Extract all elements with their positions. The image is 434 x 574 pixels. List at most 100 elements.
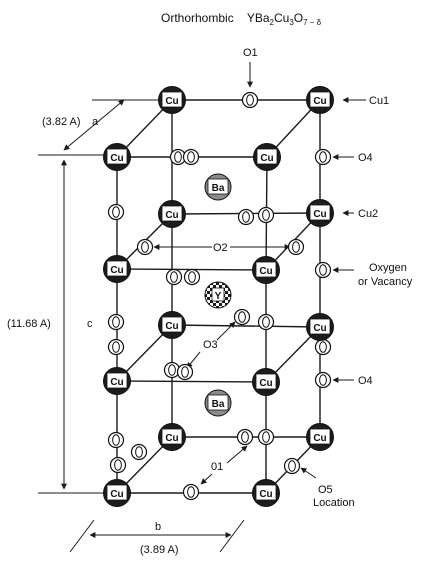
copper-atom: Cu <box>306 199 334 227</box>
oxygen-atom <box>236 428 254 446</box>
oxygen-inner-ring <box>292 241 300 253</box>
atom-label-box <box>255 484 277 501</box>
atom-label-box <box>211 287 225 302</box>
oxygen-inner-ring <box>242 211 250 223</box>
a-axis-label: a <box>92 116 99 128</box>
atom-label-box <box>106 260 128 277</box>
atom-label-box <box>106 148 128 165</box>
atom-symbol: Cu <box>313 209 326 220</box>
oxygen-inner-ring <box>174 151 182 163</box>
oxygen-inner-ring <box>319 341 327 353</box>
atom-symbol: Cu <box>110 489 123 500</box>
oxygen-inner-ring <box>141 241 149 253</box>
label-oxygen: Oxygen <box>369 262 407 274</box>
copper-atom: Cu <box>252 256 280 284</box>
copper-atom: Cu <box>158 423 186 451</box>
copper-atom: Cu <box>253 143 281 171</box>
label-cu1: Cu1 <box>369 95 389 107</box>
oxygen-inner-ring <box>112 206 120 218</box>
a-axis-value: (3.82 A) <box>42 116 81 128</box>
oxygen-inner-ring <box>241 431 249 443</box>
c-axis-label: c <box>87 318 93 330</box>
label-o2-inner: O2 <box>213 242 228 254</box>
atom-symbol: Cu <box>260 153 273 164</box>
oxygen-atom <box>257 428 275 446</box>
atom-symbol: Cu <box>165 210 178 221</box>
atom-label-box <box>161 428 183 445</box>
label-o4-lower: O4 <box>358 375 373 387</box>
atom-symbol: Y <box>215 291 222 302</box>
oxygen-inner-ring <box>112 341 120 353</box>
atom-label-box <box>161 316 183 333</box>
atom-label-box <box>255 261 277 278</box>
copper-atom: Cu <box>103 479 131 507</box>
atom-symbol: Cu <box>313 96 326 107</box>
atom-symbol: Ba <box>212 399 225 410</box>
oxygen-inner-ring <box>246 94 254 106</box>
label-o4-upper: O4 <box>358 152 373 164</box>
oxygen-atom <box>314 338 332 356</box>
yttrium-atom: Y <box>204 281 232 309</box>
atom-label-box <box>161 91 183 108</box>
atom-symbol: Cu <box>259 266 272 277</box>
oxygen-inner-ring <box>187 151 195 163</box>
atom-label-box <box>207 178 229 195</box>
oxygen-inner-ring <box>187 486 195 498</box>
atom-symbol: Ba <box>212 183 225 194</box>
oxygen-atom <box>314 148 332 166</box>
oxygen-atom <box>165 268 183 286</box>
oxygen-inner-ring <box>168 364 176 376</box>
label-cu2: Cu2 <box>358 208 378 220</box>
oxygen-atom <box>107 338 125 356</box>
atom-label-box <box>207 394 229 411</box>
atom-symbol: Cu <box>110 377 123 388</box>
oxygen-inner-ring <box>288 460 296 472</box>
copper-atom: Cu <box>103 367 131 395</box>
oxygen-atom <box>107 203 125 221</box>
oxygen-inner-ring <box>238 311 246 323</box>
atom-label-box <box>309 91 331 108</box>
label-o5-location: Location <box>313 497 355 509</box>
oxygen-inner-ring <box>170 271 178 283</box>
copper-atom: Cu <box>306 313 334 341</box>
oxygen-atom <box>182 148 200 166</box>
oxygen-inner-ring <box>181 366 189 378</box>
barium-atom-lower: Ba <box>204 389 232 417</box>
b-axis-label: b <box>155 521 161 533</box>
b-axis-value: (3.89 A) <box>140 544 179 556</box>
barium-atom-upper: Ba <box>204 173 232 201</box>
oxygen-atom <box>107 431 125 449</box>
oxygen-atom <box>107 313 125 331</box>
oxygen-inner-ring <box>262 316 270 328</box>
copper-atom: Cu <box>158 311 186 339</box>
bond-line <box>116 380 267 383</box>
oxygen-inner-ring <box>114 459 122 471</box>
atom-symbol: Cu <box>110 153 123 164</box>
atom-symbol: Cu <box>165 433 178 444</box>
oxygen-atom <box>241 91 259 109</box>
copper-atom: Cu <box>103 255 131 283</box>
dimension-lines <box>38 99 245 553</box>
atom-symbol: Cu <box>313 323 326 334</box>
oxygen-atom <box>136 238 154 256</box>
label-o3-inner: O3 <box>203 339 218 351</box>
oxygen-inner-ring <box>112 316 120 328</box>
label-o1-inner: 01 <box>211 461 223 473</box>
atom-label-box <box>309 428 331 445</box>
c-axis-value: (11.68 A) <box>7 318 51 330</box>
oxygen-atom <box>130 443 148 461</box>
oxygen-inner-ring <box>262 209 270 221</box>
copper-atom: Cu <box>252 368 280 396</box>
atom-label-box <box>309 204 331 221</box>
atom-label-box <box>255 373 277 390</box>
oxygen-inner-ring <box>135 446 143 458</box>
oxygen-atom <box>109 456 127 474</box>
oxygen-atom <box>182 483 200 501</box>
oxygen-atom <box>237 208 255 226</box>
oxygen-atom <box>314 371 332 389</box>
oxygen-atom <box>257 206 275 224</box>
oxygen-inner-ring <box>319 151 327 163</box>
label-o1-top: O1 <box>243 47 258 59</box>
